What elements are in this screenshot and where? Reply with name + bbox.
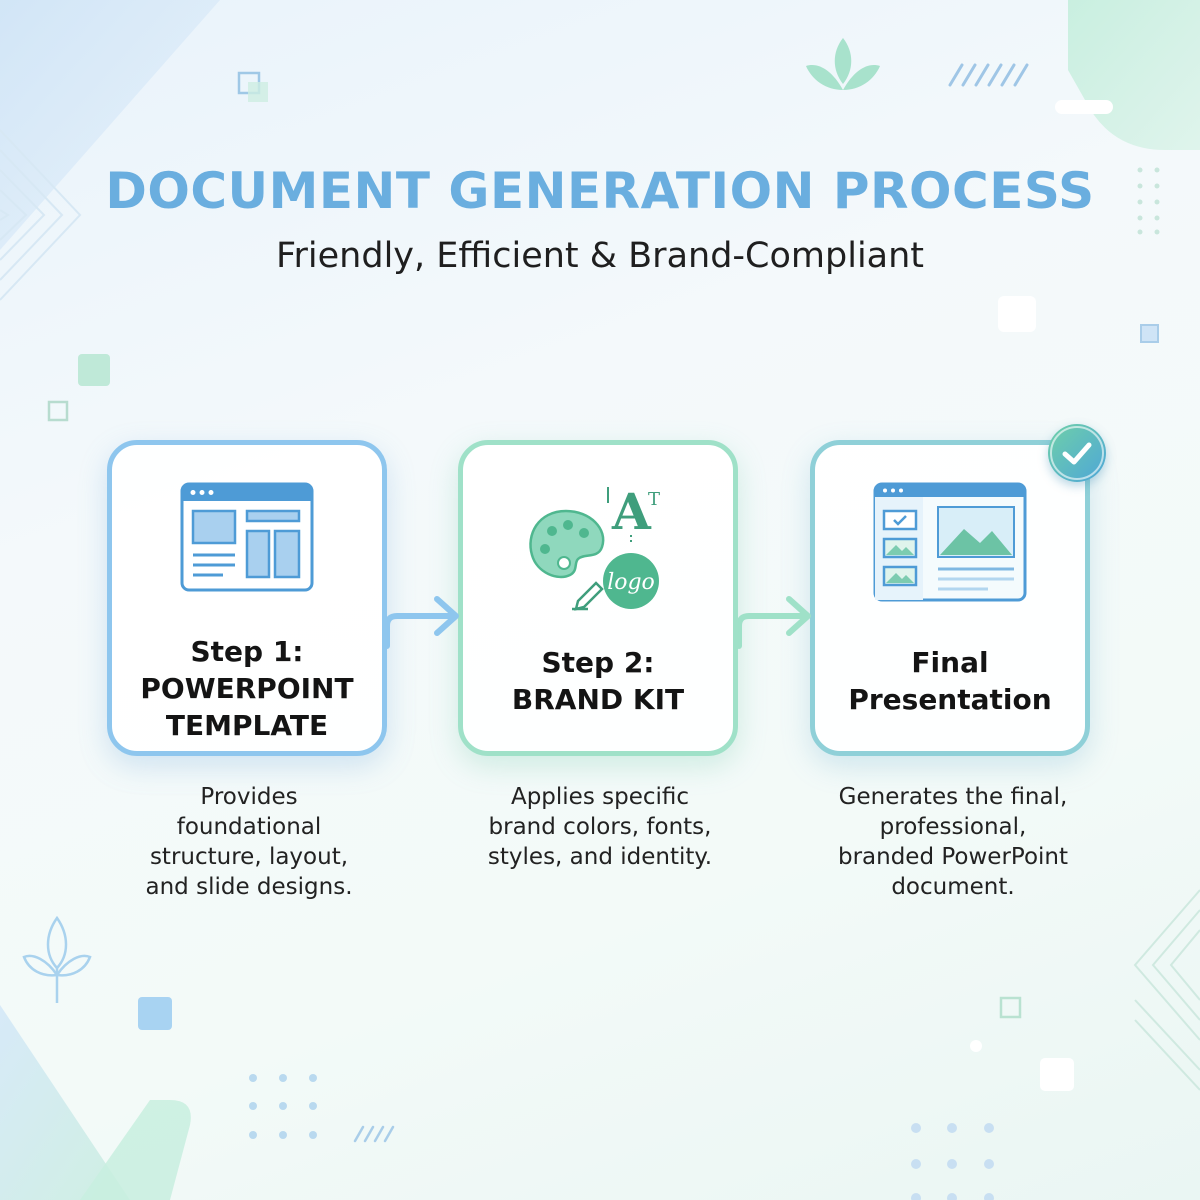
typography-letter: A <box>611 483 652 541</box>
description-line: styles, and identity. <box>487 844 713 870</box>
step-2-title: Step 2: BRAND KIT <box>463 644 733 718</box>
template-layout-icon <box>180 482 314 592</box>
logo-text: logo <box>607 570 655 595</box>
description-line: branded PowerPoint <box>837 844 1069 870</box>
typography-small-letter: T <box>648 489 660 510</box>
final-description: Generates the final, professional, brand… <box>803 782 1103 902</box>
step-1-title-line: Step 1: <box>190 635 304 668</box>
step-1-title-line: POWERPOINT <box>140 672 354 705</box>
step-2-description: Applies specific brand colors, fonts, st… <box>450 782 750 872</box>
final-presentation-card: Final Presentation <box>810 440 1090 756</box>
palette-typography-logo-icon: A T logo <box>529 483 660 611</box>
step-2-title-line: BRAND KIT <box>511 683 685 716</box>
check-badge <box>1048 424 1106 482</box>
final-title-line: Final <box>911 646 989 679</box>
description-line: Provides <box>200 784 298 810</box>
connector-arrow-2 <box>736 596 811 649</box>
description-line: document. <box>891 874 1015 900</box>
description-line: structure, layout, <box>149 844 349 870</box>
description-line: professional, <box>879 814 1027 840</box>
checkmark-icon <box>1050 426 1104 480</box>
final-title-line: Presentation <box>848 683 1052 716</box>
step-1-title: Step 1: POWERPOINT TEMPLATE <box>112 633 382 744</box>
description-line: brand colors, fonts, <box>488 814 712 840</box>
page-subtitle: Friendly, Efficient & Brand-Compliant <box>275 236 925 276</box>
step-1-description: Provides foundational structure, layout,… <box>99 782 399 902</box>
description-line: Applies specific <box>510 784 690 810</box>
step-1-card: Step 1: POWERPOINT TEMPLATE <box>107 440 387 756</box>
final-title: Final Presentation <box>815 644 1085 718</box>
presentation-slide-icon <box>873 482 1027 602</box>
connector-arrow-1 <box>384 596 459 649</box>
page-title: DOCUMENT GENERATION PROCESS <box>105 162 1095 220</box>
step-2-title-line: Step 2: <box>541 646 655 679</box>
description-line: and slide designs. <box>145 874 353 900</box>
step-1-title-line: TEMPLATE <box>165 709 329 742</box>
description-line: Generates the final, <box>838 784 1068 810</box>
step-2-card: A T logo Step 2: BRAND KIT <box>458 440 738 756</box>
description-line: foundational <box>176 814 322 840</box>
